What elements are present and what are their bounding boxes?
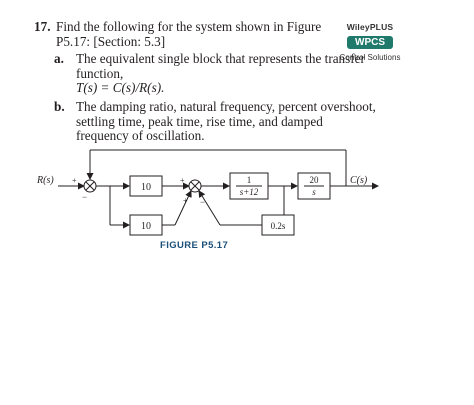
block2-denominator: s+12 [240, 187, 259, 197]
part-a-equation: T(s) = C(s)/R(s). [76, 80, 165, 95]
figure-caption: FIGURE P5.17 [160, 240, 229, 251]
block3-denominator: s [312, 187, 316, 197]
sum1-plus-sign: + [72, 176, 77, 185]
block3-numerator: 20 [310, 175, 320, 185]
block-lower-right-label: 0.2s [271, 221, 286, 231]
wileyplus-logo-text: WileyPLUS [346, 22, 394, 32]
block-lower-left-label: 10 [141, 221, 151, 232]
sum2-minus-sign: − [200, 197, 205, 207]
wileyplus-badge: WileyPLUS WPCS Control Solutions [330, 22, 410, 62]
block2-numerator: 1 [247, 175, 252, 185]
sum1-minus-sign: − [82, 192, 87, 202]
problem-number: 17. [34, 19, 51, 34]
block1-label: 10 [141, 182, 151, 193]
sum2-plus-sign-left: + [180, 176, 185, 185]
input-label: R(s) [36, 175, 54, 186]
output-label: C(s) [350, 175, 368, 186]
problem-text: Find the following for the system shown … [56, 19, 322, 49]
part-a-label: a. [54, 51, 64, 66]
control-solutions-label: Control Solutions [339, 53, 401, 62]
sum2-plus-sign-bottom: + [183, 196, 188, 205]
part-b-label: b. [54, 99, 65, 114]
wpcs-badge: WPCS [347, 36, 393, 49]
part-b-text: The damping ratio, natural frequency, pe… [76, 99, 376, 143]
part-a-text: The equivalent single block that represe… [76, 51, 365, 81]
